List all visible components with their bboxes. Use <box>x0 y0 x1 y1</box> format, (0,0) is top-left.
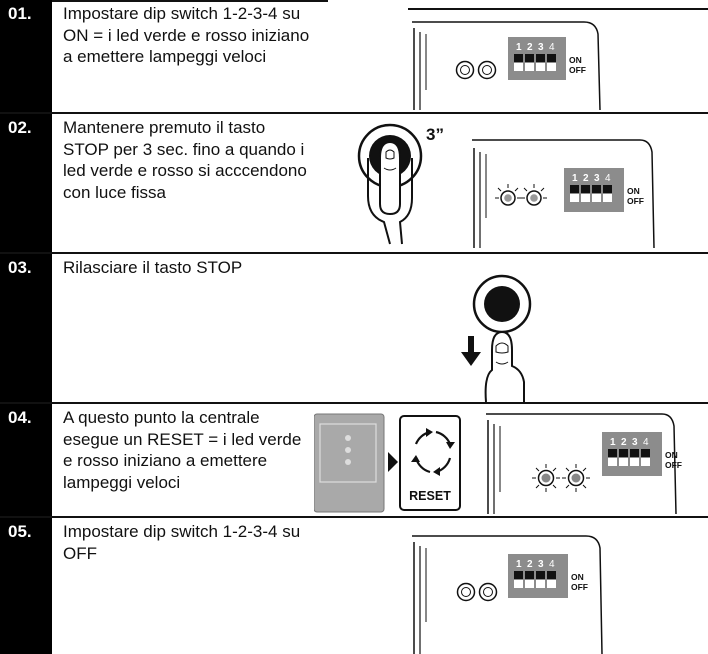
svg-text:ON: ON <box>571 572 584 582</box>
control-board-illustration: 1 2 3 4 ON OFF <box>412 21 601 110</box>
svg-text:4: 4 <box>605 173 611 184</box>
led-red-icon <box>477 60 497 80</box>
svg-text:3: 3 <box>538 559 544 570</box>
svg-text:2: 2 <box>583 173 589 184</box>
step-03: 03. Rilasciare il tasto STOP <box>0 254 708 402</box>
step-05: 05. Impostare dip switch 1-2-3-4 su OFF … <box>0 518 708 654</box>
svg-text:OFF: OFF <box>569 65 586 75</box>
svg-text:RESET: RESET <box>409 489 451 503</box>
led-green-icon <box>456 582 476 602</box>
reset-illustration: RESET <box>314 413 461 513</box>
svg-text:OFF: OFF <box>571 582 588 592</box>
finger-icon <box>379 140 401 216</box>
separator <box>0 516 708 518</box>
step-number: 03. <box>0 254 52 402</box>
stop-button-press-illustration: 3” <box>357 123 444 245</box>
dip-switch-icon: 1 2 3 4 ON OFF <box>602 432 682 476</box>
svg-text:4: 4 <box>549 42 555 53</box>
svg-text:2: 2 <box>527 559 533 570</box>
svg-text:1: 1 <box>516 559 522 570</box>
step-text: Mantenere premuto il tasto STOP per 3 se… <box>63 118 307 202</box>
led-red-icon <box>521 184 547 206</box>
step-text: A questo punto la centrale esegue un RES… <box>63 408 302 492</box>
top-rule-right <box>408 8 708 10</box>
step-text: Impostare dip switch 1-2-3-4 su OFF <box>63 522 301 563</box>
arrow-down-icon <box>461 336 481 366</box>
step-number: 05. <box>0 518 52 654</box>
svg-text:3: 3 <box>538 42 544 53</box>
svg-text:OFF: OFF <box>665 460 682 470</box>
svg-text:1: 1 <box>572 173 578 184</box>
svg-text:4: 4 <box>549 559 555 570</box>
reset-icon: RESET <box>399 415 461 511</box>
svg-text:1: 1 <box>516 42 522 53</box>
control-board-illustration: 1 2 3 4 ON OFF <box>412 535 603 654</box>
step-text: Impostare dip switch 1-2-3-4 su ON = i l… <box>63 4 310 66</box>
step-text: Rilasciare il tasto STOP <box>63 258 243 277</box>
top-rule-left <box>0 0 328 2</box>
separator <box>0 402 708 404</box>
led-green-icon <box>495 184 521 206</box>
step-number: 02. <box>0 114 52 252</box>
svg-text:3: 3 <box>594 173 600 184</box>
step-01: 01. Impostare dip switch 1-2-3-4 su ON =… <box>0 0 708 112</box>
led-green-icon <box>455 60 475 80</box>
arrow-right-icon <box>388 452 398 472</box>
control-board-illustration: 1 2 3 4 ON OFF <box>486 413 682 515</box>
step-04: 04. A questo punto la centrale esegue un… <box>0 404 708 516</box>
separator <box>0 112 708 114</box>
svg-text:2: 2 <box>621 437 627 448</box>
separator <box>0 252 708 254</box>
dip-switch-icon: 1 2 3 4 ON OFF <box>564 168 644 212</box>
step-02: 02. Mantenere premuto il tasto STOP per … <box>0 114 708 252</box>
control-unit-icon <box>314 413 385 513</box>
svg-text:4: 4 <box>643 437 649 448</box>
svg-text:3: 3 <box>632 437 638 448</box>
svg-text:ON: ON <box>665 450 678 460</box>
led-red-icon <box>478 582 498 602</box>
led-green-icon <box>532 464 560 492</box>
step-number: 04. <box>0 404 52 516</box>
dip-switch-icon: 1 2 3 4 ON OFF <box>508 37 586 80</box>
finger-icon <box>484 330 525 402</box>
svg-text:2: 2 <box>527 42 533 53</box>
svg-text:3”: 3” <box>426 125 444 144</box>
led-red-icon <box>562 464 590 492</box>
step-number: 01. <box>0 0 52 112</box>
svg-text:ON: ON <box>569 55 582 65</box>
dip-switch-icon: 1 2 3 4 ON OFF <box>508 554 588 598</box>
stop-button-release-illustration <box>461 274 532 402</box>
svg-text:OFF: OFF <box>627 196 644 206</box>
svg-text:1: 1 <box>610 437 616 448</box>
control-board-illustration: 1 2 3 4 ON OFF <box>472 139 655 249</box>
svg-text:ON: ON <box>627 186 640 196</box>
